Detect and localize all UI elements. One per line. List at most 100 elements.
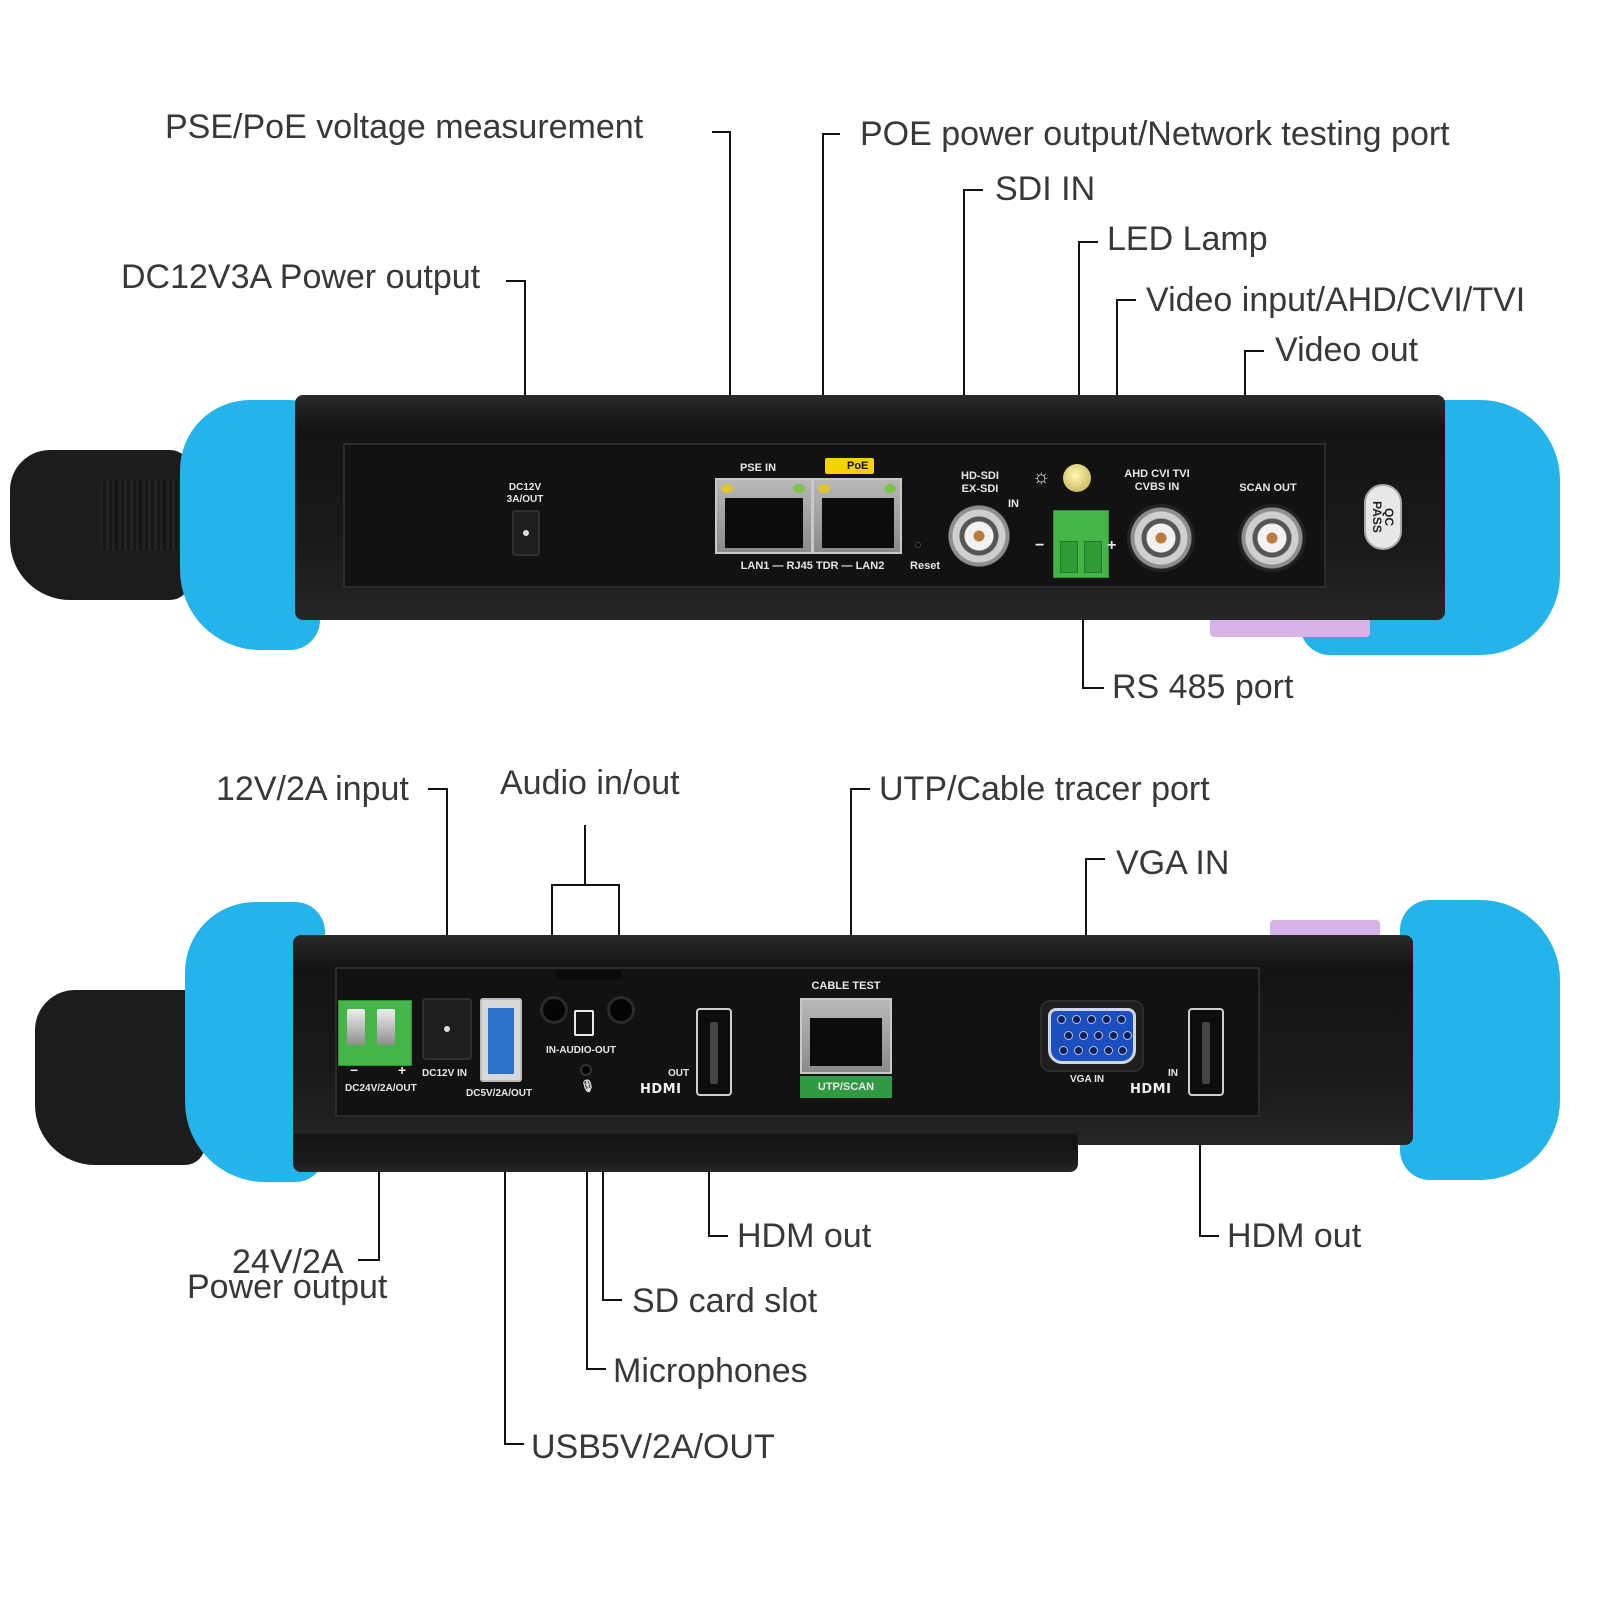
cable-test-label: CABLE TEST — [811, 980, 881, 992]
vga-in-port[interactable] — [1048, 1008, 1136, 1064]
video-in-bnc-port[interactable] — [1127, 504, 1195, 572]
leader-line — [358, 1259, 380, 1261]
rj45-lan2-port[interactable] — [812, 478, 902, 554]
callout-video-input: Video input/AHD/CVI/TVI — [1146, 281, 1526, 319]
vga-pin — [1087, 1015, 1096, 1024]
callout-24v2a-output-sub: Power output — [187, 1268, 388, 1306]
leader-line — [1199, 1095, 1201, 1236]
in-audio-out-label: IN-AUDIO-OUT — [546, 1045, 616, 1056]
reset-label: Reset — [910, 560, 940, 572]
leader-line — [551, 884, 620, 886]
utp-scan-port[interactable] — [800, 998, 892, 1074]
tester-top-view: DC12V 3A/OUT PSE IN PoE LAN1 — RJ45 TDR … — [0, 380, 1600, 680]
vga-pin — [1118, 1046, 1127, 1055]
usb-tongue — [488, 1008, 514, 1074]
leader-line — [504, 1100, 506, 1445]
sd-slot-bar — [556, 970, 622, 980]
audio-in-jack[interactable] — [540, 996, 568, 1024]
leader-line — [504, 1443, 524, 1445]
vga-pin — [1123, 1031, 1132, 1040]
poe-tag: PoE — [825, 458, 875, 474]
callout-led-lamp: LED Lamp — [1107, 220, 1268, 258]
hd-sdi-text: HD-SDI — [961, 470, 999, 482]
led-yellow — [818, 484, 830, 493]
callout-sd-card-slot: SD card slot — [632, 1282, 818, 1320]
leader-line — [378, 1115, 380, 1260]
callout-poe-power-network: POE power output/Network testing port — [860, 115, 1450, 153]
microphone-icon: 🎙 — [580, 1079, 596, 1093]
callout-usb5v2a-out: USB5V/2A/OUT — [531, 1428, 775, 1466]
qc-pass-badge: QC PASS — [1364, 484, 1402, 550]
callout-dc12v3a-output: DC12V3A Power output — [121, 258, 481, 296]
callout-pse-poe-voltage: PSE/PoE voltage measurement — [165, 108, 644, 146]
vga-pin — [1059, 1046, 1068, 1055]
leader-line — [586, 1368, 606, 1370]
rj45-opening — [822, 498, 894, 548]
hdmi-out-port[interactable] — [696, 1008, 732, 1096]
leader-line — [729, 131, 731, 461]
leader-line — [822, 133, 840, 135]
utp-scan-label: UTP/SCAN — [800, 1076, 892, 1098]
leader-line — [446, 788, 448, 990]
led-green — [884, 484, 896, 493]
leader-line — [524, 280, 526, 462]
bumper-right — [1400, 900, 1560, 1180]
cvbs-in-text: CVBS IN — [1134, 480, 1180, 493]
video-out-bnc-port[interactable] — [1238, 504, 1306, 572]
vga-pin — [1089, 1046, 1098, 1055]
leader-line — [506, 280, 526, 282]
leader-line — [963, 189, 965, 457]
sdi-in-bnc-port[interactable] — [948, 505, 1010, 567]
dc12v-text: DC12V — [508, 482, 542, 493]
hdmi-in-port[interactable] — [1188, 1008, 1224, 1096]
terminal-slot — [1060, 541, 1078, 573]
hdmi-out-label: OUT — [668, 1068, 690, 1079]
callout-rs485: RS 485 port — [1112, 668, 1294, 706]
ahd-cvi-tvi-text: AHD CVI TVI — [1124, 468, 1190, 480]
leader-line — [1244, 350, 1264, 352]
dc12v-in-label: DC12V IN — [422, 1068, 468, 1079]
usb-port[interactable] — [480, 998, 522, 1082]
wrist-strap — [35, 990, 205, 1165]
callout-vga-in: VGA IN — [1116, 844, 1230, 882]
leader-line — [1116, 299, 1118, 459]
rs485-minus: − — [1035, 537, 1045, 554]
vga-pin — [1094, 1031, 1103, 1040]
leader-line — [1082, 687, 1104, 689]
terminal-slot — [1084, 541, 1102, 573]
rj45-opening — [810, 1018, 882, 1066]
callout-audio-in-out: Audio in/out — [500, 764, 680, 802]
lan-row-label: LAN1 — RJ45 TDR — LAN2 — [740, 560, 885, 572]
scan-out-label: SCAN OUT — [1239, 482, 1297, 494]
terminal-screw — [377, 1009, 395, 1045]
callout-12v2a-input: 12V/2A input — [216, 770, 409, 808]
dc24v-terminal[interactable] — [338, 1000, 412, 1066]
leader-line — [586, 1100, 588, 1370]
hdmi-logo: HDMI — [1130, 1082, 1172, 1097]
vga-pin — [1117, 1015, 1126, 1024]
pass-text: PASS — [1370, 501, 1384, 533]
dc5v-label: DC5V/2A/OUT — [466, 1088, 533, 1099]
callout-hdm-out-right: HDM out — [1227, 1217, 1362, 1255]
dc12v-output-jack[interactable] — [512, 510, 540, 556]
led-yellow — [721, 484, 733, 493]
vga-pin — [1104, 1046, 1113, 1055]
leader-line — [428, 788, 448, 790]
rs485-terminal[interactable] — [1053, 510, 1109, 578]
rj45-lan1-port[interactable] — [715, 478, 813, 554]
ahd-cvi-tvi-label: AHD CVI TVI CVBS IN — [1112, 468, 1202, 493]
sd-card-icon — [574, 1010, 594, 1036]
callout-sdi-in: SDI IN — [995, 170, 1096, 208]
leader-line — [822, 133, 824, 461]
audio-out-jack[interactable] — [607, 996, 635, 1024]
dc12v-label: DC12V 3A/OUT — [500, 482, 550, 505]
dc24v-plus: + — [398, 1062, 407, 1078]
bulb-icon: ☼ — [1032, 466, 1051, 488]
dc12v-input-jack[interactable] — [422, 998, 472, 1060]
side-button — [1210, 615, 1370, 637]
hdmi-contact — [710, 1022, 718, 1084]
reset-button[interactable] — [915, 542, 921, 548]
callout-microphones: Microphones — [613, 1352, 808, 1390]
vga-pin — [1072, 1015, 1081, 1024]
sdi-in-label: IN — [1008, 498, 1019, 510]
